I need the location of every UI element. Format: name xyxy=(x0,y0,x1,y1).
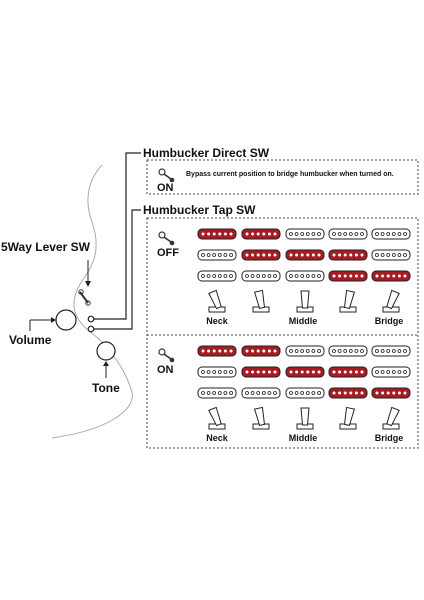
pickup-full xyxy=(371,387,411,399)
lever-label: 5Way Lever SW xyxy=(1,240,91,254)
selector-lever-icon xyxy=(252,406,270,430)
pickup-full xyxy=(328,249,368,261)
pickup-full xyxy=(328,366,368,378)
pickup-full xyxy=(241,345,281,357)
direct-switch-jack xyxy=(87,325,95,333)
tap-leader-line xyxy=(93,209,141,330)
tap-title: Humbucker Tap SW xyxy=(143,203,256,217)
tone-arrow-head xyxy=(103,361,109,366)
position-label-bridge: Bridge xyxy=(375,433,404,443)
tone-label: Tone xyxy=(92,381,120,395)
lever-arrow-head xyxy=(85,281,91,287)
pickup-none xyxy=(285,228,325,240)
direct-description: Bypass current position to bridge humbuc… xyxy=(186,171,394,178)
pickup-full xyxy=(285,366,325,378)
pickup-none xyxy=(328,345,368,357)
selector-lever-icon xyxy=(208,406,226,430)
volume-label: Volume xyxy=(9,333,52,347)
tap-toggle-icon xyxy=(158,231,175,246)
direct-box xyxy=(146,159,419,195)
pickup-full xyxy=(328,270,368,282)
pickup-full xyxy=(241,366,281,378)
volume-arrow-head xyxy=(51,317,56,323)
tone-knob xyxy=(96,341,116,361)
pickup-none xyxy=(371,345,411,357)
lever-switch-icon xyxy=(78,289,91,306)
tap-panel-off: OFF Neck Middle Bridge xyxy=(157,228,411,326)
pickup-full xyxy=(241,228,281,240)
selector-lever-icon xyxy=(252,289,270,313)
pickup-none xyxy=(241,270,281,282)
pickup-none xyxy=(197,270,237,282)
selector-lever-icon xyxy=(296,290,314,313)
pickup-none xyxy=(197,366,237,378)
position-label-bridge: Bridge xyxy=(375,316,404,326)
tap-panel-on: ON Neck Middle Bridge xyxy=(157,345,411,443)
pickup-full xyxy=(371,270,411,282)
selector-lever-icon xyxy=(339,406,357,430)
selector-lever-icon xyxy=(382,406,400,430)
tap-state-label: OFF xyxy=(157,247,179,259)
position-label-middle: Middle xyxy=(289,316,318,326)
volume-knob xyxy=(55,309,77,331)
tap-box xyxy=(146,217,419,449)
pickup-none xyxy=(241,387,281,399)
direct-title: Humbucker Direct SW xyxy=(143,146,270,160)
direct-state-label: ON xyxy=(157,182,174,194)
pickup-none xyxy=(371,249,411,261)
pickup-none xyxy=(285,345,325,357)
pickup-full xyxy=(285,249,325,261)
pickup-full xyxy=(241,249,281,261)
tap-toggle-icon xyxy=(158,348,175,363)
tap-state-label: ON xyxy=(157,364,174,376)
direct-toggle-icon xyxy=(158,168,175,183)
pickup-full xyxy=(328,387,368,399)
direct-leader-line xyxy=(91,152,141,320)
pickup-none xyxy=(285,270,325,282)
selector-lever-icon xyxy=(382,289,400,313)
tap-switch-jack xyxy=(87,315,95,323)
pickup-full xyxy=(197,345,237,357)
pickup-none xyxy=(197,387,237,399)
pickup-none xyxy=(197,249,237,261)
position-label-neck: Neck xyxy=(206,433,229,443)
pickup-none xyxy=(328,228,368,240)
pickup-none xyxy=(371,228,411,240)
position-label-middle: Middle xyxy=(289,433,318,443)
selector-lever-icon xyxy=(208,289,226,313)
position-label-neck: Neck xyxy=(206,316,229,326)
selector-lever-icon xyxy=(296,407,314,430)
pickup-none xyxy=(371,366,411,378)
pickup-none xyxy=(285,387,325,399)
pickup-full xyxy=(197,228,237,240)
guitar-body-outline xyxy=(51,164,133,439)
selector-lever-icon xyxy=(339,289,357,313)
